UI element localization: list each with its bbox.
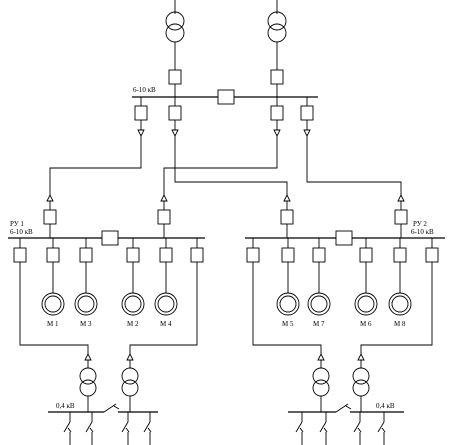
motor-m1-label: М 1 [47, 320, 59, 328]
main-bus-sectional-breaker [217, 89, 235, 105]
lv-right-outgoing-feeders [295, 412, 386, 445]
motor-m3 [74, 292, 98, 316]
motor-m8 [388, 292, 412, 316]
ru2-voltage-label: 6-10 кВ [411, 228, 434, 236]
lv-right-section: 0,4 кВ [288, 352, 404, 445]
ru2-name-label: РУ 2 [413, 220, 427, 228]
motor-m5-label: М 5 [282, 320, 294, 328]
ru1-switchgear: РУ 1 6-10 кВ [8, 193, 205, 360]
ru2-incomer-breaker-1 [280, 209, 294, 225]
main-bus-feeders [134, 97, 314, 138]
ru2-sectional-breaker [335, 230, 353, 246]
lv-right-voltage-label: 0,4 кВ [376, 402, 395, 410]
ru1-incomer-breaker-1 [43, 209, 57, 225]
cable-routes [49, 136, 402, 195]
left-supply-transformer [165, 11, 185, 43]
lv-left-transformer-2 [121, 367, 139, 397]
lv-left-voltage-label: 0,4 кВ [56, 402, 75, 410]
lv-left-section: 0,4 кВ [48, 352, 158, 445]
right-supply-transformer [267, 11, 287, 43]
lv-left-transformer-1 [79, 367, 97, 397]
lv-left-sectional-switch [103, 403, 117, 413]
motor-m7-label: М 7 [313, 320, 325, 328]
lv-right-transformer-1 [312, 367, 330, 397]
motor-m7 [307, 292, 331, 316]
main-bus-voltage-label: 6-10 кВ [133, 86, 156, 94]
top-supply-section: 6-10 кВ [49, 0, 402, 195]
left-transformer-breaker [168, 69, 182, 85]
motor-m3-label: М 3 [80, 320, 92, 328]
motor-m5 [276, 292, 300, 316]
motor-m4 [154, 292, 178, 316]
motor-m6 [354, 292, 378, 316]
motor-m2-label: М 2 [127, 320, 139, 328]
lv-left-outgoing-feeders [63, 412, 152, 445]
motor-m2 [121, 292, 145, 316]
ru2-switchgear: РУ 2 6-10 кВ [245, 193, 445, 360]
right-transformer-breaker [270, 69, 284, 85]
ru1-voltage-label: 6-10 кВ [10, 228, 33, 236]
ru1-motor-feeders [41, 238, 178, 316]
motor-m4-label: М 4 [160, 320, 172, 328]
motor-m8-label: М 8 [394, 320, 406, 328]
motor-m1 [41, 292, 65, 316]
lv-right-transformer-2 [352, 367, 370, 397]
ru1-incomer-breaker-2 [157, 209, 171, 225]
motor-m6-label: М 6 [360, 320, 372, 328]
ru1-name-label: РУ 1 [10, 220, 24, 228]
ru2-motor-feeders [276, 238, 412, 316]
lv-right-sectional-switch [335, 403, 349, 413]
ru2-incomer-breaker-2 [394, 209, 408, 225]
ru1-sectional-breaker [101, 230, 119, 246]
